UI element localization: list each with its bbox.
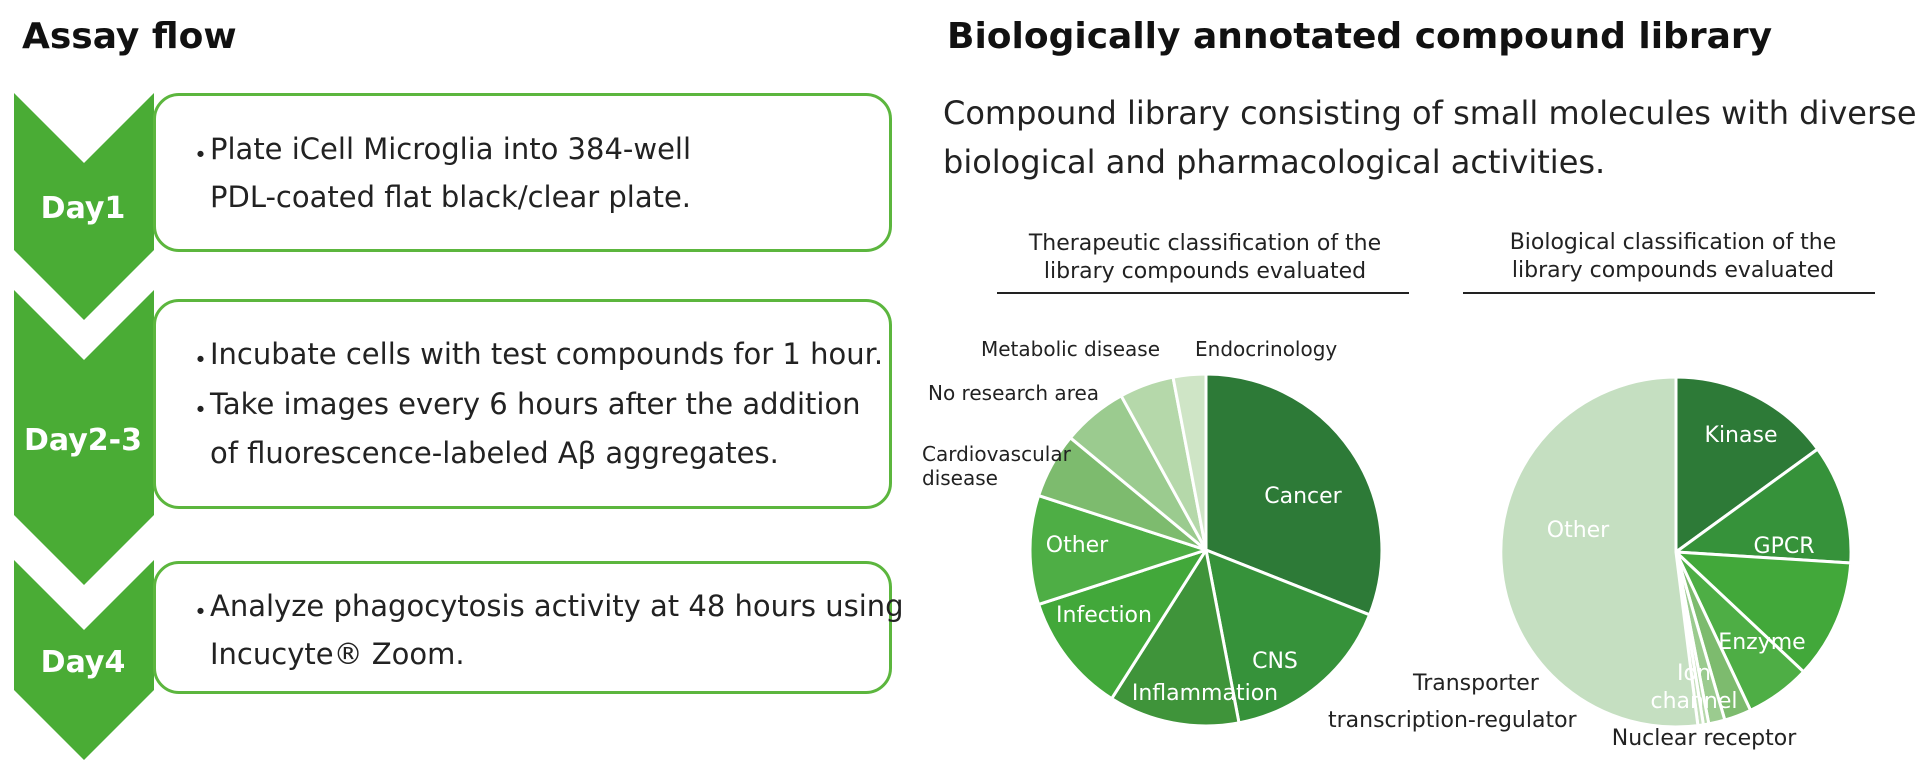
therapeutic-pie-title: Therapeutic classification of the librar… bbox=[975, 230, 1435, 286]
pie-slice bbox=[1171, 372, 1208, 552]
step-text: Incucyte® Zoom. bbox=[210, 637, 465, 671]
step-line: PDL-coated flat black/clear plate. bbox=[186, 180, 691, 214]
pie-slice-label: Kinase bbox=[1705, 423, 1778, 448]
step-line: ・ Incubate cells with test compounds for… bbox=[186, 337, 883, 379]
pie-title-line: Therapeutic classification of the bbox=[1028, 231, 1382, 256]
biological-pie-title: Biological classification of the library… bbox=[1443, 229, 1903, 285]
pie-slice-label: Infection bbox=[1056, 603, 1152, 628]
day-label-day4: Day4 bbox=[40, 645, 126, 680]
step-text: of fluorescence-labeled Aβ aggregates. bbox=[210, 436, 779, 470]
pie-slice bbox=[1110, 548, 1241, 728]
step-text: PDL-coated flat black/clear plate. bbox=[210, 180, 692, 214]
step-box-day1: ・ Plate iCell Microglia into 384-well PD… bbox=[153, 93, 892, 252]
pie-slice bbox=[1204, 372, 1384, 617]
pie-slice-label: Inflammation bbox=[1132, 681, 1278, 706]
pie-slice bbox=[1204, 548, 1372, 725]
pie-slice-label: Endocrinology bbox=[1195, 337, 1337, 361]
step-text: Analyze phagocytosis activity at 48 hour… bbox=[210, 589, 904, 623]
pie-title-line: library compounds evaluated bbox=[1043, 259, 1367, 284]
step-line: Incucyte® Zoom. bbox=[186, 637, 465, 671]
pie-slice bbox=[1028, 494, 1208, 606]
pie-slice bbox=[1674, 447, 1853, 565]
pie-slice-label: Other bbox=[1046, 533, 1109, 558]
step-box-day4: ・ Analyze phagocytosis activity at 48 ho… bbox=[153, 561, 904, 694]
step-text: Incubate cells with test compounds for 1… bbox=[210, 337, 884, 371]
chevron-arrow-icon bbox=[14, 290, 154, 585]
day-label-day1: Day1 bbox=[40, 191, 126, 226]
library-description-line: Compound library consisting of small mol… bbox=[943, 94, 1917, 132]
pie-slice bbox=[1674, 375, 1820, 554]
biological-title-rule bbox=[1463, 292, 1875, 294]
pie-slice-label: Cancer bbox=[1264, 484, 1342, 509]
pie-slice-label: CNS bbox=[1252, 649, 1298, 674]
pie-slice-label: Enzyme bbox=[1718, 630, 1805, 655]
chevron-arrow-icon bbox=[14, 93, 154, 320]
step-text: Take images every 6 hours after the addi… bbox=[210, 387, 861, 421]
library-description-line: biological and pharmacological activitie… bbox=[943, 143, 1606, 181]
pie-slice-label: GPCR bbox=[1754, 534, 1815, 559]
step-line: of fluorescence-labeled Aβ aggregates. bbox=[186, 436, 779, 470]
pie-slice-label: No research area bbox=[928, 381, 1099, 405]
day-chevron-arrows bbox=[14, 93, 154, 760]
pie-slice-label: Other bbox=[1547, 518, 1610, 543]
pie-title-line: Biological classification of the bbox=[1509, 230, 1837, 255]
pie-slice-label: Metabolic disease bbox=[981, 337, 1160, 361]
pie-slice-label: Transporter bbox=[1412, 671, 1540, 696]
pie-slice bbox=[1037, 548, 1208, 701]
step-line: ・ Take images every 6 hours after the ad… bbox=[186, 387, 861, 429]
pie-slice-label: transcription-regulator bbox=[1328, 708, 1578, 733]
pie-title-line: library compounds evaluated bbox=[1511, 258, 1835, 283]
step-line: ・ Plate iCell Microglia into 384-well bbox=[186, 132, 691, 174]
pie-slice bbox=[1499, 375, 1700, 729]
step-text: Plate iCell Microglia into 384-well bbox=[210, 132, 692, 166]
pie-slice bbox=[1674, 550, 1853, 674]
step-box-day2-3: ・ Incubate cells with test compounds for… bbox=[153, 299, 892, 509]
step-line: ・ Analyze phagocytosis activity at 48 ho… bbox=[186, 589, 904, 631]
compound-library-heading: Biologically annotated compound library bbox=[947, 16, 1773, 57]
chevron-arrow-icon bbox=[14, 560, 154, 760]
day-label-day2-3: Day2-3 bbox=[24, 423, 142, 458]
assay-flow-heading: Assay flow bbox=[22, 16, 237, 57]
pie-slice-label: Nuclear receptor bbox=[1612, 726, 1797, 751]
therapeutic-title-rule bbox=[997, 292, 1409, 294]
